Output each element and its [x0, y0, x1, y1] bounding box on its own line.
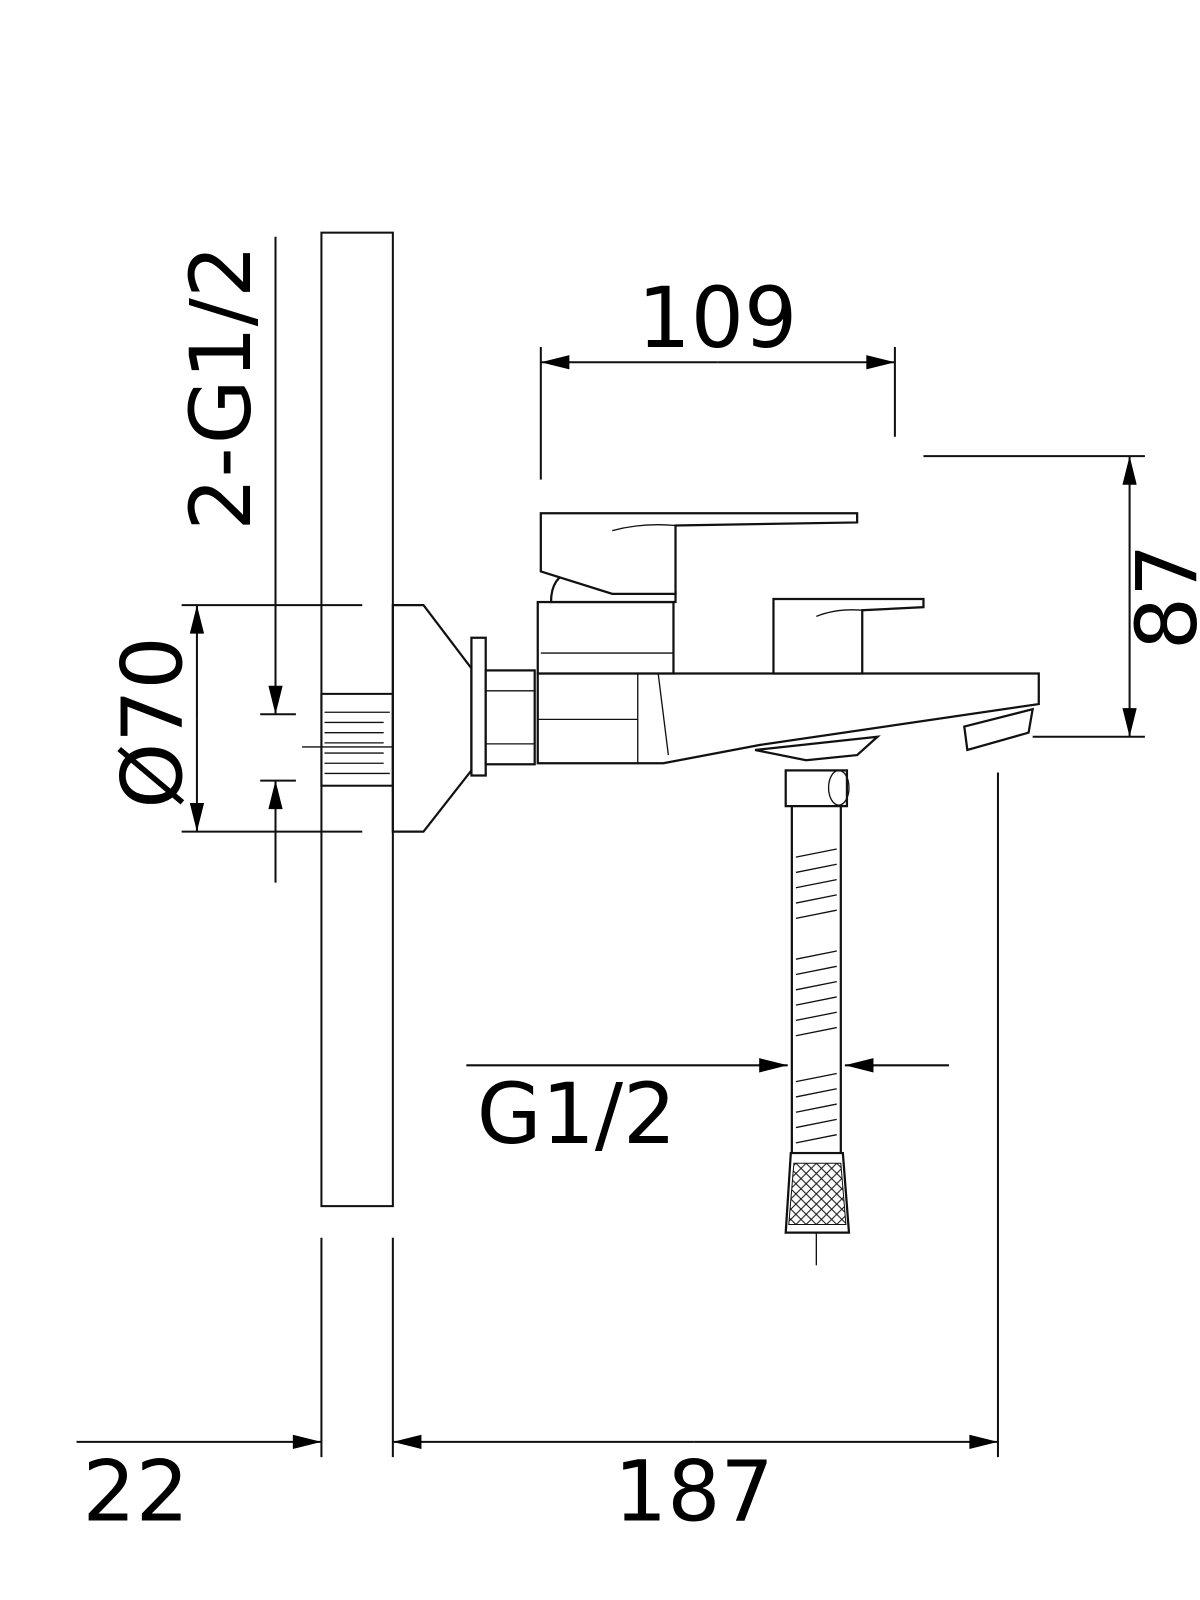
dim-187: 187	[614, 1442, 774, 1540]
dimension-labels: 109 87 2-G1/2 Ø70 G1/2 22 187	[82, 245, 1200, 1541]
aerator	[963, 707, 1035, 752]
shower-hose	[784, 769, 851, 1266]
eccentric-connector	[484, 669, 536, 766]
wall-flange	[391, 603, 473, 833]
dim-diameter-70: Ø70	[104, 636, 202, 808]
cartridge-housing	[536, 600, 675, 675]
mixer-body	[391, 512, 1040, 833]
dim-2-g1-2: 2-G1/2	[172, 245, 270, 531]
dim-87: 87	[1118, 544, 1200, 650]
spout	[536, 672, 1040, 765]
dim-22: 22	[82, 1442, 188, 1540]
threaded-inlet	[320, 692, 394, 787]
dimension-lines	[76, 236, 1145, 1458]
diverter-outlet	[754, 735, 881, 762]
dim-g1-2: G1/2	[477, 1065, 676, 1163]
dim-109: 109	[638, 269, 798, 367]
mixer-lever	[539, 512, 859, 595]
flange-nut	[470, 636, 487, 777]
